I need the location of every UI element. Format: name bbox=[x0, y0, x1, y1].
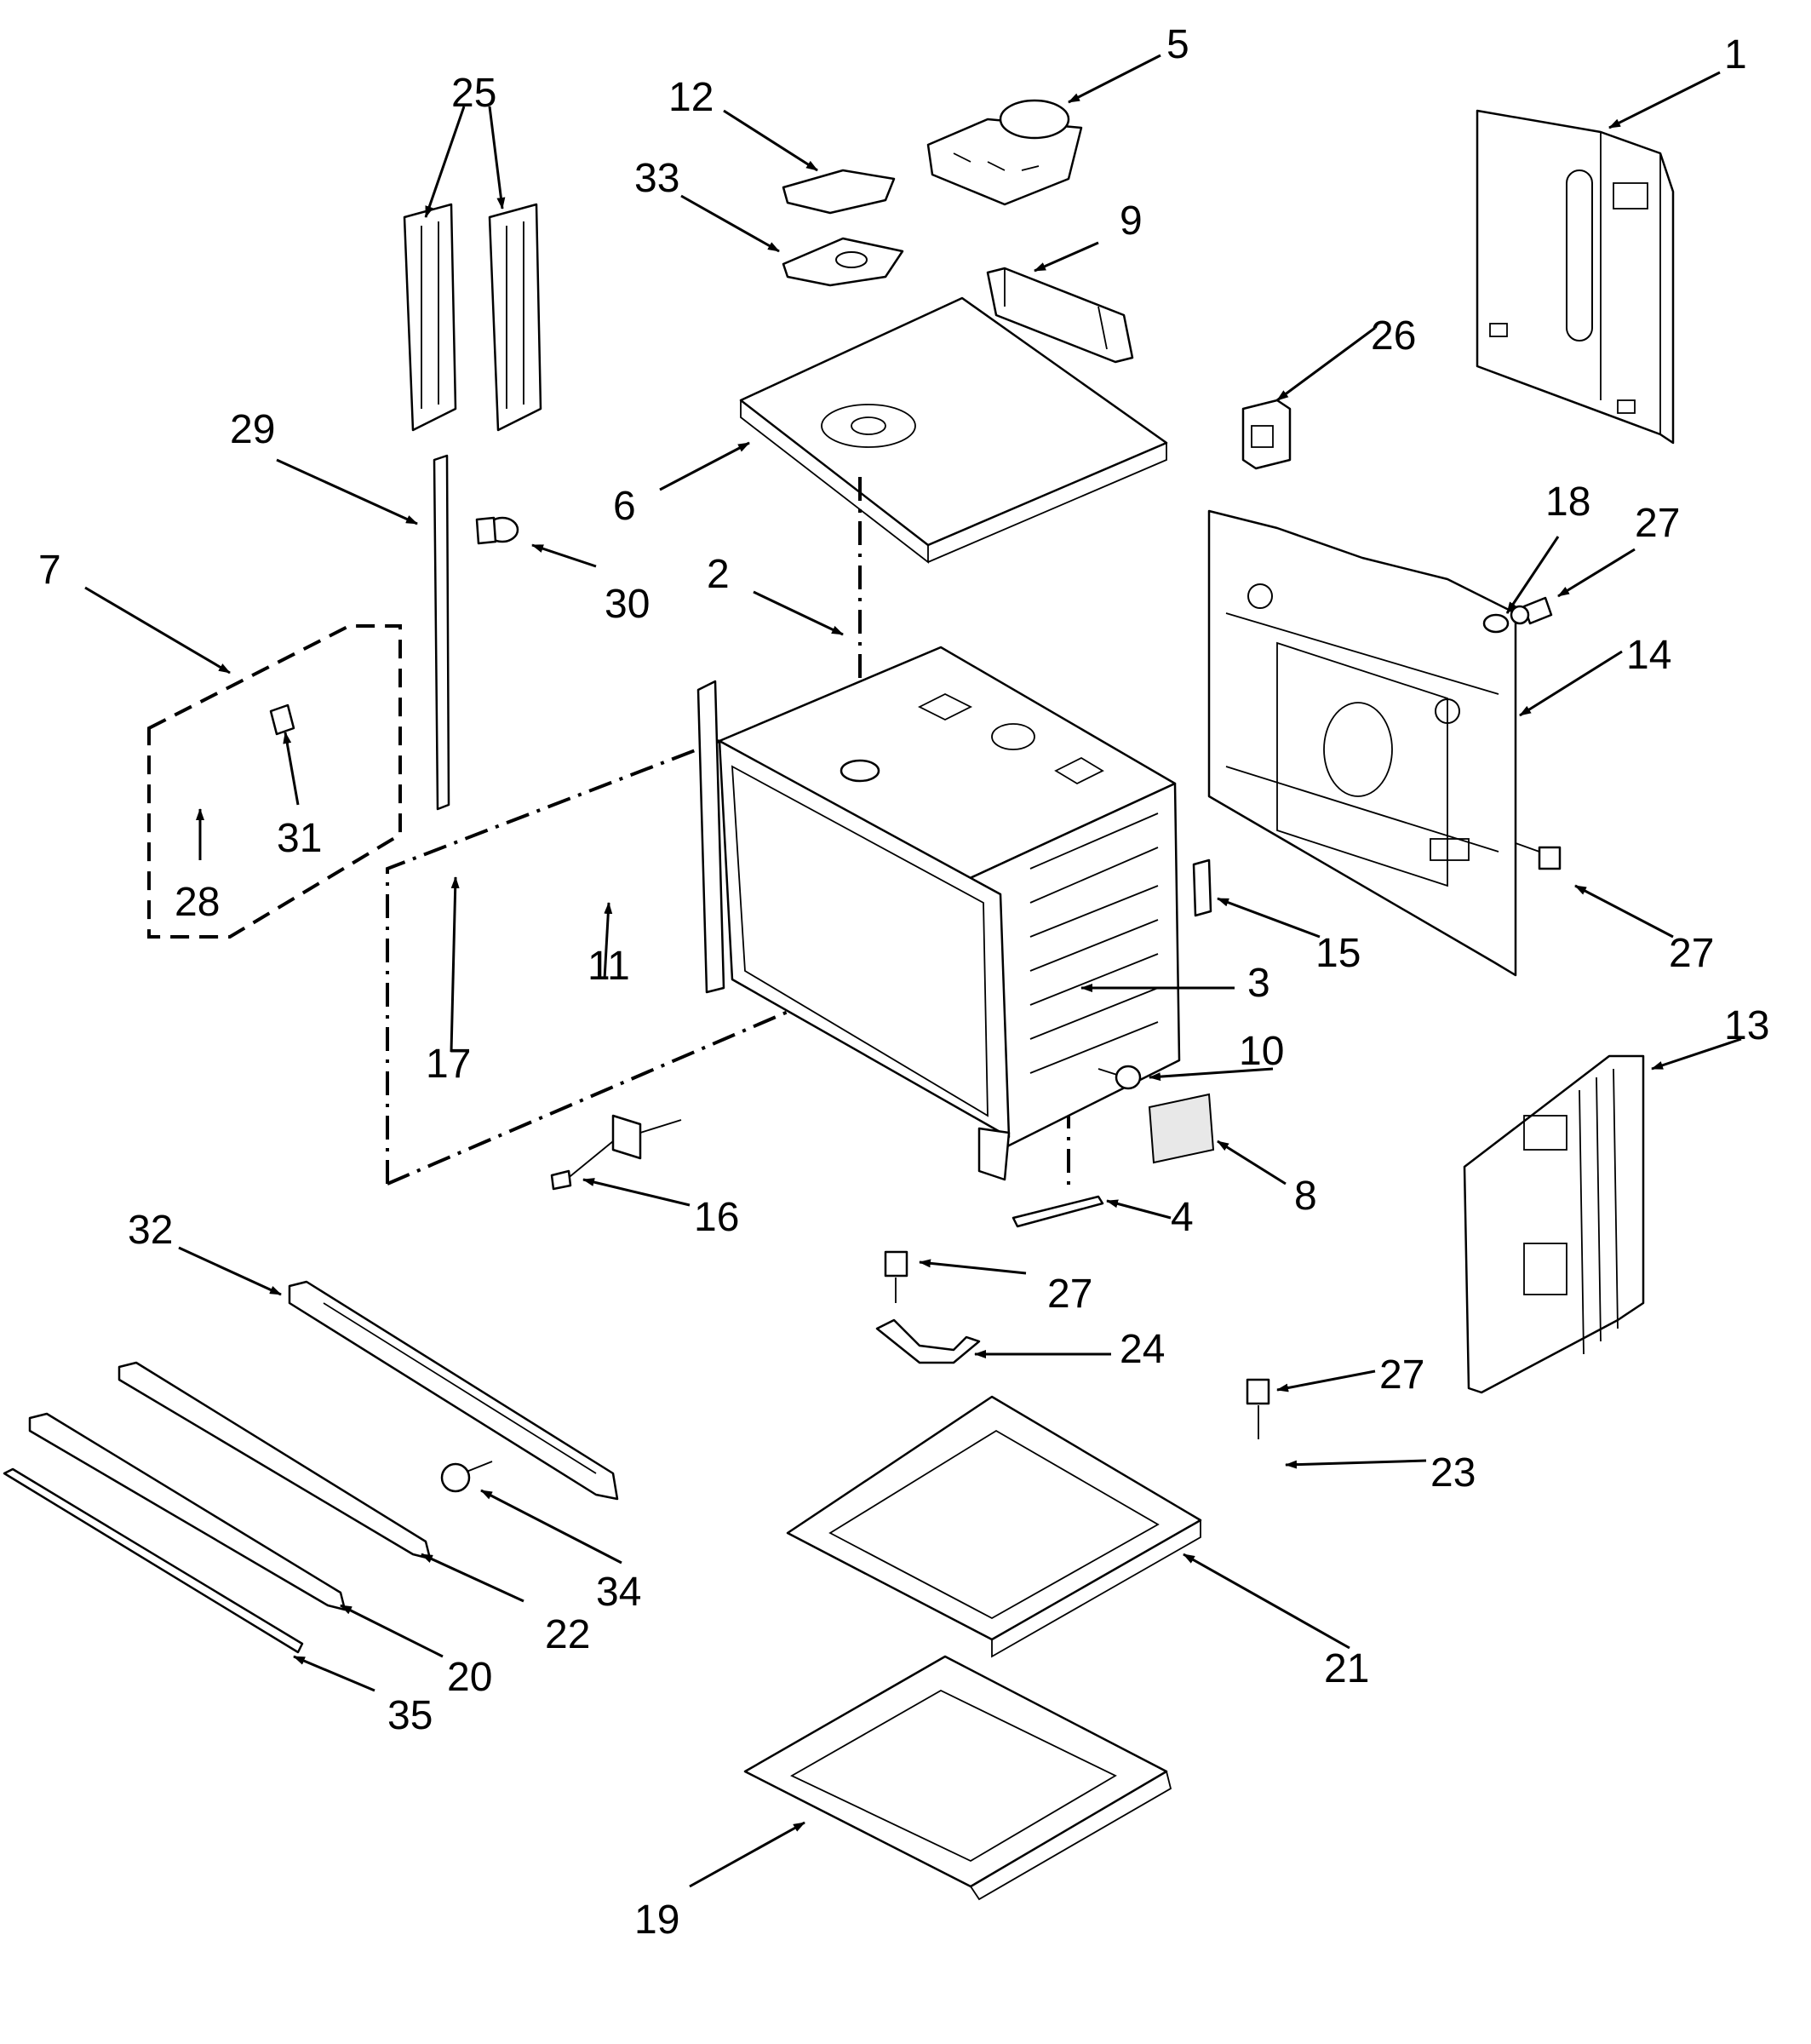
callout-33: 33 bbox=[634, 156, 679, 201]
callout-35: 35 bbox=[387, 1693, 433, 1738]
part-29-gasket bbox=[433, 454, 450, 811]
callout-22: 22 bbox=[545, 1612, 590, 1657]
callout-8: 8 bbox=[1294, 1174, 1317, 1219]
callout-21: 21 bbox=[1324, 1646, 1369, 1691]
callout-1: 1 bbox=[1724, 32, 1747, 78]
callout-34: 34 bbox=[596, 1570, 641, 1615]
part-33-fan-bracket bbox=[782, 237, 904, 287]
part-12-cover bbox=[782, 169, 896, 215]
callout-24: 24 bbox=[1120, 1327, 1165, 1372]
part-16-sensor bbox=[550, 1114, 682, 1191]
part-6-top-plate bbox=[739, 296, 1168, 564]
part-34-screw bbox=[440, 1461, 493, 1493]
part-27-screw-c bbox=[884, 1250, 908, 1303]
part-27-screw-b bbox=[1515, 842, 1562, 870]
part-7-light-assembly bbox=[147, 624, 402, 939]
callout-7: 7 bbox=[38, 548, 61, 593]
part-26-bracket bbox=[1241, 399, 1292, 470]
part-15-side-bracket bbox=[1192, 858, 1212, 917]
callout-26: 26 bbox=[1371, 313, 1416, 359]
callout-29: 29 bbox=[230, 407, 275, 452]
callout-5: 5 bbox=[1166, 22, 1189, 67]
part-5-motor-assembly bbox=[926, 99, 1083, 206]
part-4-element bbox=[1012, 1195, 1104, 1228]
callout-27-d: 27 bbox=[1379, 1352, 1424, 1398]
part-1-rear-panel bbox=[1476, 109, 1675, 445]
part-30-socket bbox=[475, 516, 519, 545]
callout-31: 31 bbox=[277, 816, 322, 861]
callout-20: 20 bbox=[447, 1655, 492, 1700]
callout-17: 17 bbox=[426, 1042, 471, 1087]
callout-4: 4 bbox=[1171, 1195, 1194, 1240]
part-35-rail bbox=[3, 1467, 304, 1654]
callout-16: 16 bbox=[694, 1195, 739, 1240]
part-25-heat-shields bbox=[403, 203, 542, 432]
callout-32: 32 bbox=[128, 1208, 173, 1253]
part-27-screw-d bbox=[1246, 1378, 1270, 1439]
callout-9: 9 bbox=[1120, 198, 1143, 244]
callout-25: 25 bbox=[451, 71, 496, 116]
callout-11: 11 bbox=[587, 944, 630, 989]
part-13-side-panel bbox=[1463, 1054, 1645, 1394]
part-14-rear-inner-panel bbox=[1207, 509, 1517, 977]
callout-27-b: 27 bbox=[1669, 931, 1714, 976]
callout-13: 13 bbox=[1724, 1003, 1769, 1048]
part-27-screw-a bbox=[1510, 596, 1553, 625]
callout-14: 14 bbox=[1626, 633, 1671, 678]
callout-6: 6 bbox=[613, 484, 636, 529]
part-9-vent bbox=[986, 267, 1134, 364]
callout-18: 18 bbox=[1545, 479, 1590, 525]
callout-2: 2 bbox=[707, 552, 730, 597]
part-18-washer bbox=[1482, 613, 1510, 634]
callout-3: 3 bbox=[1247, 961, 1270, 1006]
callout-12: 12 bbox=[668, 75, 714, 120]
callout-27-c: 27 bbox=[1047, 1272, 1092, 1317]
part-10-screw bbox=[1097, 1065, 1142, 1090]
callout-27-a: 27 bbox=[1635, 501, 1680, 546]
oven-cavity bbox=[696, 646, 1181, 1181]
callout-30: 30 bbox=[605, 582, 650, 627]
part-24-bracket bbox=[875, 1318, 981, 1364]
callout-19: 19 bbox=[634, 1898, 679, 1943]
callout-10: 10 bbox=[1239, 1029, 1284, 1074]
callout-15: 15 bbox=[1315, 931, 1361, 976]
part-19-base-plate bbox=[743, 1655, 1172, 1901]
part-8-label bbox=[1148, 1093, 1215, 1164]
part-32-rail bbox=[288, 1280, 619, 1501]
part-22-rail bbox=[117, 1361, 432, 1560]
leader-arrows bbox=[84, 54, 1742, 1888]
callout-28: 28 bbox=[175, 880, 220, 925]
callout-labels: 1 2 3 4 5 6 7 8 9 10 11 12 13 14 15 16 1… bbox=[38, 22, 1769, 1943]
callout-23: 23 bbox=[1430, 1450, 1476, 1496]
part-21-bottom-tray bbox=[786, 1395, 1202, 1658]
